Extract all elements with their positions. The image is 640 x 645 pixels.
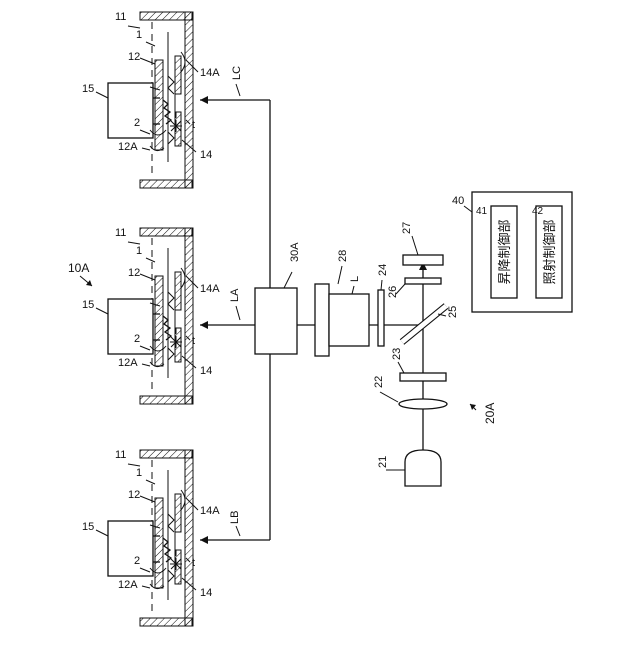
svg-text:t: t [192,557,195,569]
svg-text:15: 15 [82,83,94,95]
svg-text:11: 11 [115,11,126,23]
splitter-30a [255,288,297,354]
svg-text:t: t [192,335,195,347]
lens1-label: 22 [373,376,385,388]
beam-label-l: L [349,276,361,282]
stage-unit-top [96,12,198,188]
source-label: 21 [377,456,389,468]
filter-label: 24 [377,264,389,276]
stage-unit-middle [96,228,198,404]
svg-text:12: 12 [128,51,140,63]
svg-text:14: 14 [200,149,212,161]
sensor-27 [403,255,443,265]
svg-text:15: 15 [82,521,94,533]
beam-label-la: LA [229,288,241,302]
irradiation-control-label: 照射制御部 [542,219,558,284]
filter-24 [378,290,384,346]
svg-text:14A: 14A [200,283,220,295]
svg-text:15: 15 [82,299,94,311]
system-label: 10A [68,261,89,275]
svg-text:2: 2 [134,555,140,567]
stage-unit-bottom [96,450,198,626]
svg-text:12: 12 [128,267,140,279]
svg-text:11: 11 [115,449,126,461]
svg-text:11: 11 [115,227,126,239]
svg-text:2: 2 [134,117,140,129]
controller-ref: 40 [452,195,464,207]
lens2-label: 23 [391,348,403,360]
mirror-label: 25 [447,306,459,318]
beam-label-lc: LC [231,66,243,80]
svg-text:12A: 12A [118,579,138,591]
svg-text:14: 14 [200,587,212,599]
splitter-label: 30A [289,242,301,262]
sensor-label: 27 [401,222,413,234]
lift-ref: 41 [476,206,488,217]
svg-text:1: 1 [136,29,142,41]
beam-paths [200,96,427,544]
scanner-label: 28 [337,250,349,262]
svg-text:12: 12 [128,489,140,501]
svg-text:1: 1 [136,245,142,257]
objective-lens [329,294,369,346]
plate-26 [405,278,441,284]
lens-22 [399,399,447,409]
plate-label: 26 [387,286,399,298]
svg-text:1: 1 [136,467,142,479]
svg-text:12A: 12A [118,141,138,153]
scanner-28 [315,284,329,356]
light-source-21 [405,450,441,486]
beam-label-lb: LB [229,511,241,524]
svg-text:12A: 12A [118,357,138,369]
lift-control-label: 昇降制御部 [498,219,513,284]
svg-text:14: 14 [200,365,212,377]
svg-text:2: 2 [134,333,140,345]
svg-text:14A: 14A [200,505,220,517]
optics-label: 20A [483,403,497,424]
lens-23 [400,373,446,381]
svg-text:t: t [192,119,195,131]
irr-ref: 42 [532,206,544,217]
svg-text:14A: 14A [200,67,220,79]
